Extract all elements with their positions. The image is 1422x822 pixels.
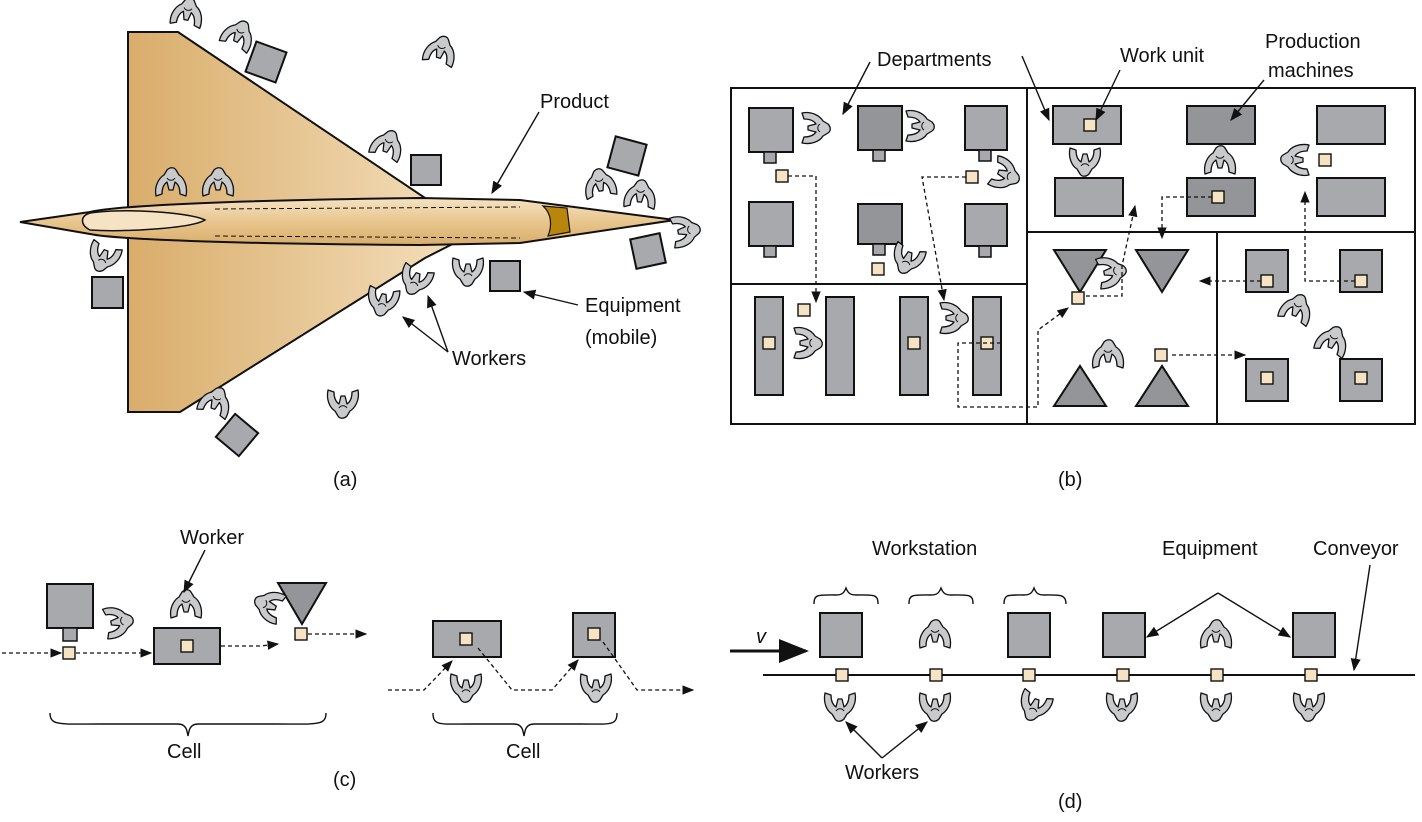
worker-icon	[581, 165, 619, 201]
department-lathes	[754, 296, 1002, 396]
worker-icon	[421, 31, 460, 69]
cell-brace-2	[432, 712, 618, 737]
worker-icon	[367, 124, 408, 164]
panel-b-process-layout: Departments Work unit Production machine…	[730, 31, 1416, 491]
equipment-block	[214, 412, 260, 458]
panel-c-cellular-layout: Worker Cell Cell (c)	[2, 527, 695, 791]
panel-caption-d: (d)	[1058, 791, 1082, 813]
equipment-block	[606, 135, 648, 177]
equipment-block	[629, 232, 667, 270]
workers-label-a: Workers	[452, 348, 526, 370]
workstation-label: Workstation	[872, 538, 977, 560]
department-heat-treat	[1245, 249, 1383, 402]
equipment-mobile-label-line2: (mobile)	[585, 327, 657, 349]
worker-icon	[326, 389, 360, 419]
equipment-block	[410, 154, 442, 186]
cell-brace-1	[49, 712, 327, 737]
worker-icon	[668, 212, 704, 250]
equipment-block	[244, 40, 288, 84]
production-machines-label: Production	[1265, 31, 1361, 53]
velocity-label: v	[756, 626, 767, 648]
equipment-label-d: Equipment	[1162, 538, 1258, 560]
panel-caption-c: (c)	[333, 769, 356, 791]
worker-label: Worker	[180, 527, 244, 549]
product-label: Product	[540, 91, 609, 113]
equipment-block	[91, 276, 124, 309]
cell-label-2: Cell	[506, 741, 540, 763]
work-unit-label: Work unit	[1120, 45, 1205, 67]
panel-d-product-layout: v Workstation Equipment Conveyor	[730, 538, 1415, 813]
cell-label-1: Cell	[167, 741, 201, 763]
worker-icon	[169, 0, 206, 30]
panel-caption-b: (b)	[1058, 469, 1082, 491]
aircraft-cockpit	[81, 210, 207, 232]
department-drilling	[748, 105, 1026, 280]
production-machines-label-line2: machines	[1268, 60, 1354, 82]
equipment-block	[489, 260, 521, 292]
panel-caption-a: (a)	[333, 469, 357, 491]
equipment-mobile-label: Equipment	[585, 295, 681, 317]
worker-icon	[83, 238, 124, 278]
departments-label: Departments	[877, 49, 992, 71]
worker-icon	[622, 177, 658, 210]
conveyor-label: Conveyor	[1313, 538, 1399, 560]
worker-icon	[451, 257, 485, 287]
worker-icon	[364, 284, 401, 320]
plant-floor-outline	[730, 87, 1416, 425]
department-milling	[1052, 105, 1386, 217]
panel-a-fixed-position-layout: Product Equipment (mobile) Workers (a)	[19, 0, 704, 491]
workers-label-d: Workers	[845, 762, 919, 784]
worker-icon	[218, 14, 260, 55]
department-grinding	[1052, 249, 1190, 407]
